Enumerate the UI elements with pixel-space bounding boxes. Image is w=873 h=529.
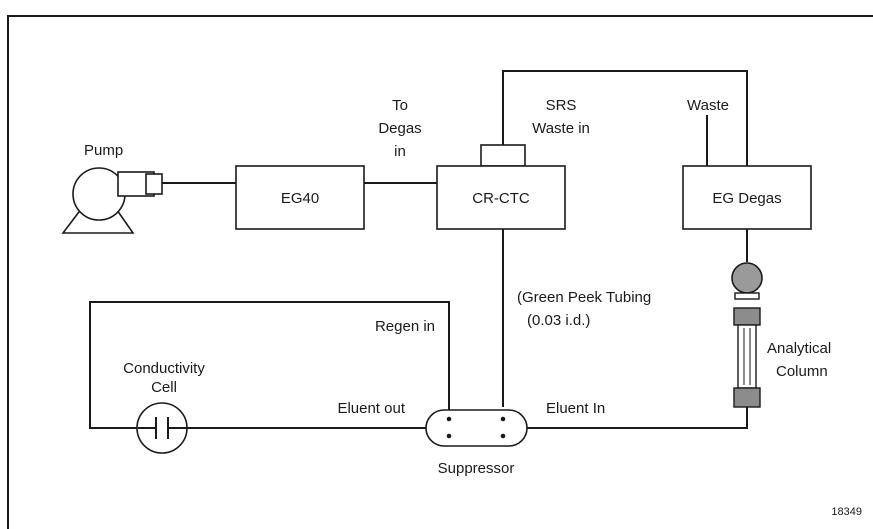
suppressor-icon [425,409,528,447]
conductivity-label-line1: Conductivity [123,360,205,377]
analytical-column-label-line2: Column [776,363,828,380]
eg40-label: EG40 [281,190,319,207]
analytical-column-label-line1: Analytical [767,340,831,357]
eg-degas-label: EG Degas [712,190,781,207]
suppressor-label: Suppressor [438,460,515,477]
crctc-label: CR-CTC [472,190,530,207]
to-degas-label-line2: Degas [378,120,421,137]
crctc-port-box [480,144,526,167]
conductivity-label-line2: Cell [151,379,177,396]
pump-label: Pump [84,142,123,159]
analytical-column-icon [731,262,763,408]
green-peek-label-line1: (Green Peek Tubing [517,289,651,306]
waste-label: Waste [687,97,729,114]
figure-frame [7,15,873,529]
to-degas-label-line3: in [394,143,406,160]
srs-waste-label-line1: SRS [546,97,577,114]
eluent-in-label: Eluent In [546,400,605,417]
figure-number: 18349 [831,506,862,518]
conductivity-cell-icon [136,402,188,454]
crctc-box [436,165,566,230]
eluent-out-label: Eluent out [337,400,405,417]
green-peek-label-line2: (0.03 i.d.) [527,312,590,329]
srs-waste-label-line2: Waste in [532,120,590,137]
eg-degas-box [682,165,812,230]
to-degas-label-line1: To [392,97,408,114]
pump-icon [61,167,163,234]
regen-in-label: Regen in [375,318,435,335]
eg40-box [235,165,365,230]
srs-waste-loop-line [502,70,748,166]
regen-loop-line [89,301,450,429]
column-to-suppressor-line [527,407,748,429]
